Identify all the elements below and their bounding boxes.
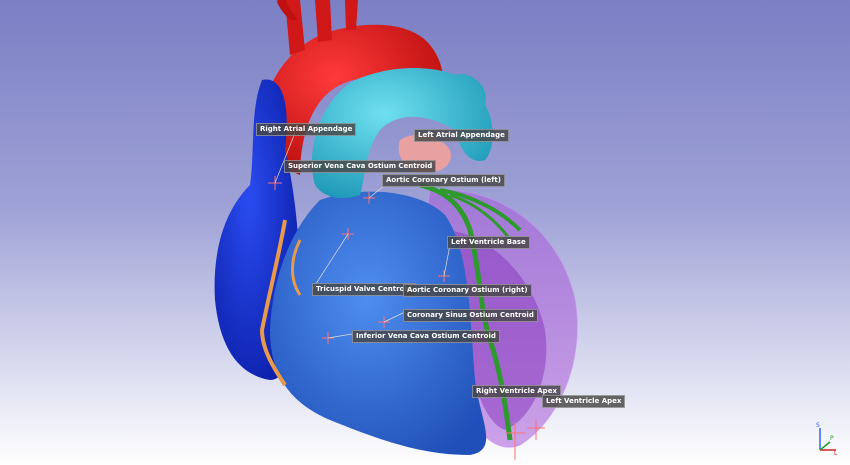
label-tricuspid-valve-centroid[interactable]: Tricuspid Valve Centroid — [312, 283, 416, 296]
aorta — [262, 24, 444, 176]
orientation-axes-icon: S L P — [816, 422, 838, 456]
label-left-ventricle-base[interactable]: Left Ventricle Base — [447, 236, 530, 249]
label-coronary-sinus-ostium-centroid[interactable]: Coronary Sinus Ostium Centroid — [403, 309, 538, 322]
aorta-branch-2 — [315, 0, 332, 42]
axis-posterior-label: P — [830, 435, 834, 442]
leader-lines — [274, 132, 451, 339]
left-coronary-branch-2 — [449, 193, 512, 241]
left-coronary-branch-1 — [439, 188, 522, 232]
label-right-atrial-appendage[interactable]: Right Atrial Appendage — [256, 123, 357, 136]
label-left-ventricle-apex[interactable]: Left Ventricle Apex — [542, 395, 626, 408]
right-ventricle — [270, 191, 487, 455]
right-coronary-artery — [259, 219, 287, 387]
axis-left-label: L — [834, 450, 838, 456]
axis-superior-label: S — [816, 422, 820, 429]
right-coronary-branch — [291, 239, 302, 296]
label-superior-vena-cava-ostium-centroid[interactable]: Superior Vena Cava Ostium Centroid — [284, 160, 437, 173]
aorta-branch-3 — [345, 0, 358, 30]
aorta-branch-4 — [277, 0, 298, 20]
label-left-atrial-appendage[interactable]: Left Atrial Appendage — [414, 129, 509, 142]
label-right-ventricle-apex[interactable]: Right Ventricle Apex — [472, 385, 561, 398]
label-aortic-coronary-ostium-left[interactable]: Aortic Coronary Ostium (left) — [382, 174, 505, 187]
label-inferior-vena-cava-ostium-centroid[interactable]: Inferior Vena Cava Ostium Centroid — [352, 330, 500, 343]
label-aortic-coronary-ostium-right[interactable]: Aortic Coronary Ostium (right) — [403, 284, 532, 297]
